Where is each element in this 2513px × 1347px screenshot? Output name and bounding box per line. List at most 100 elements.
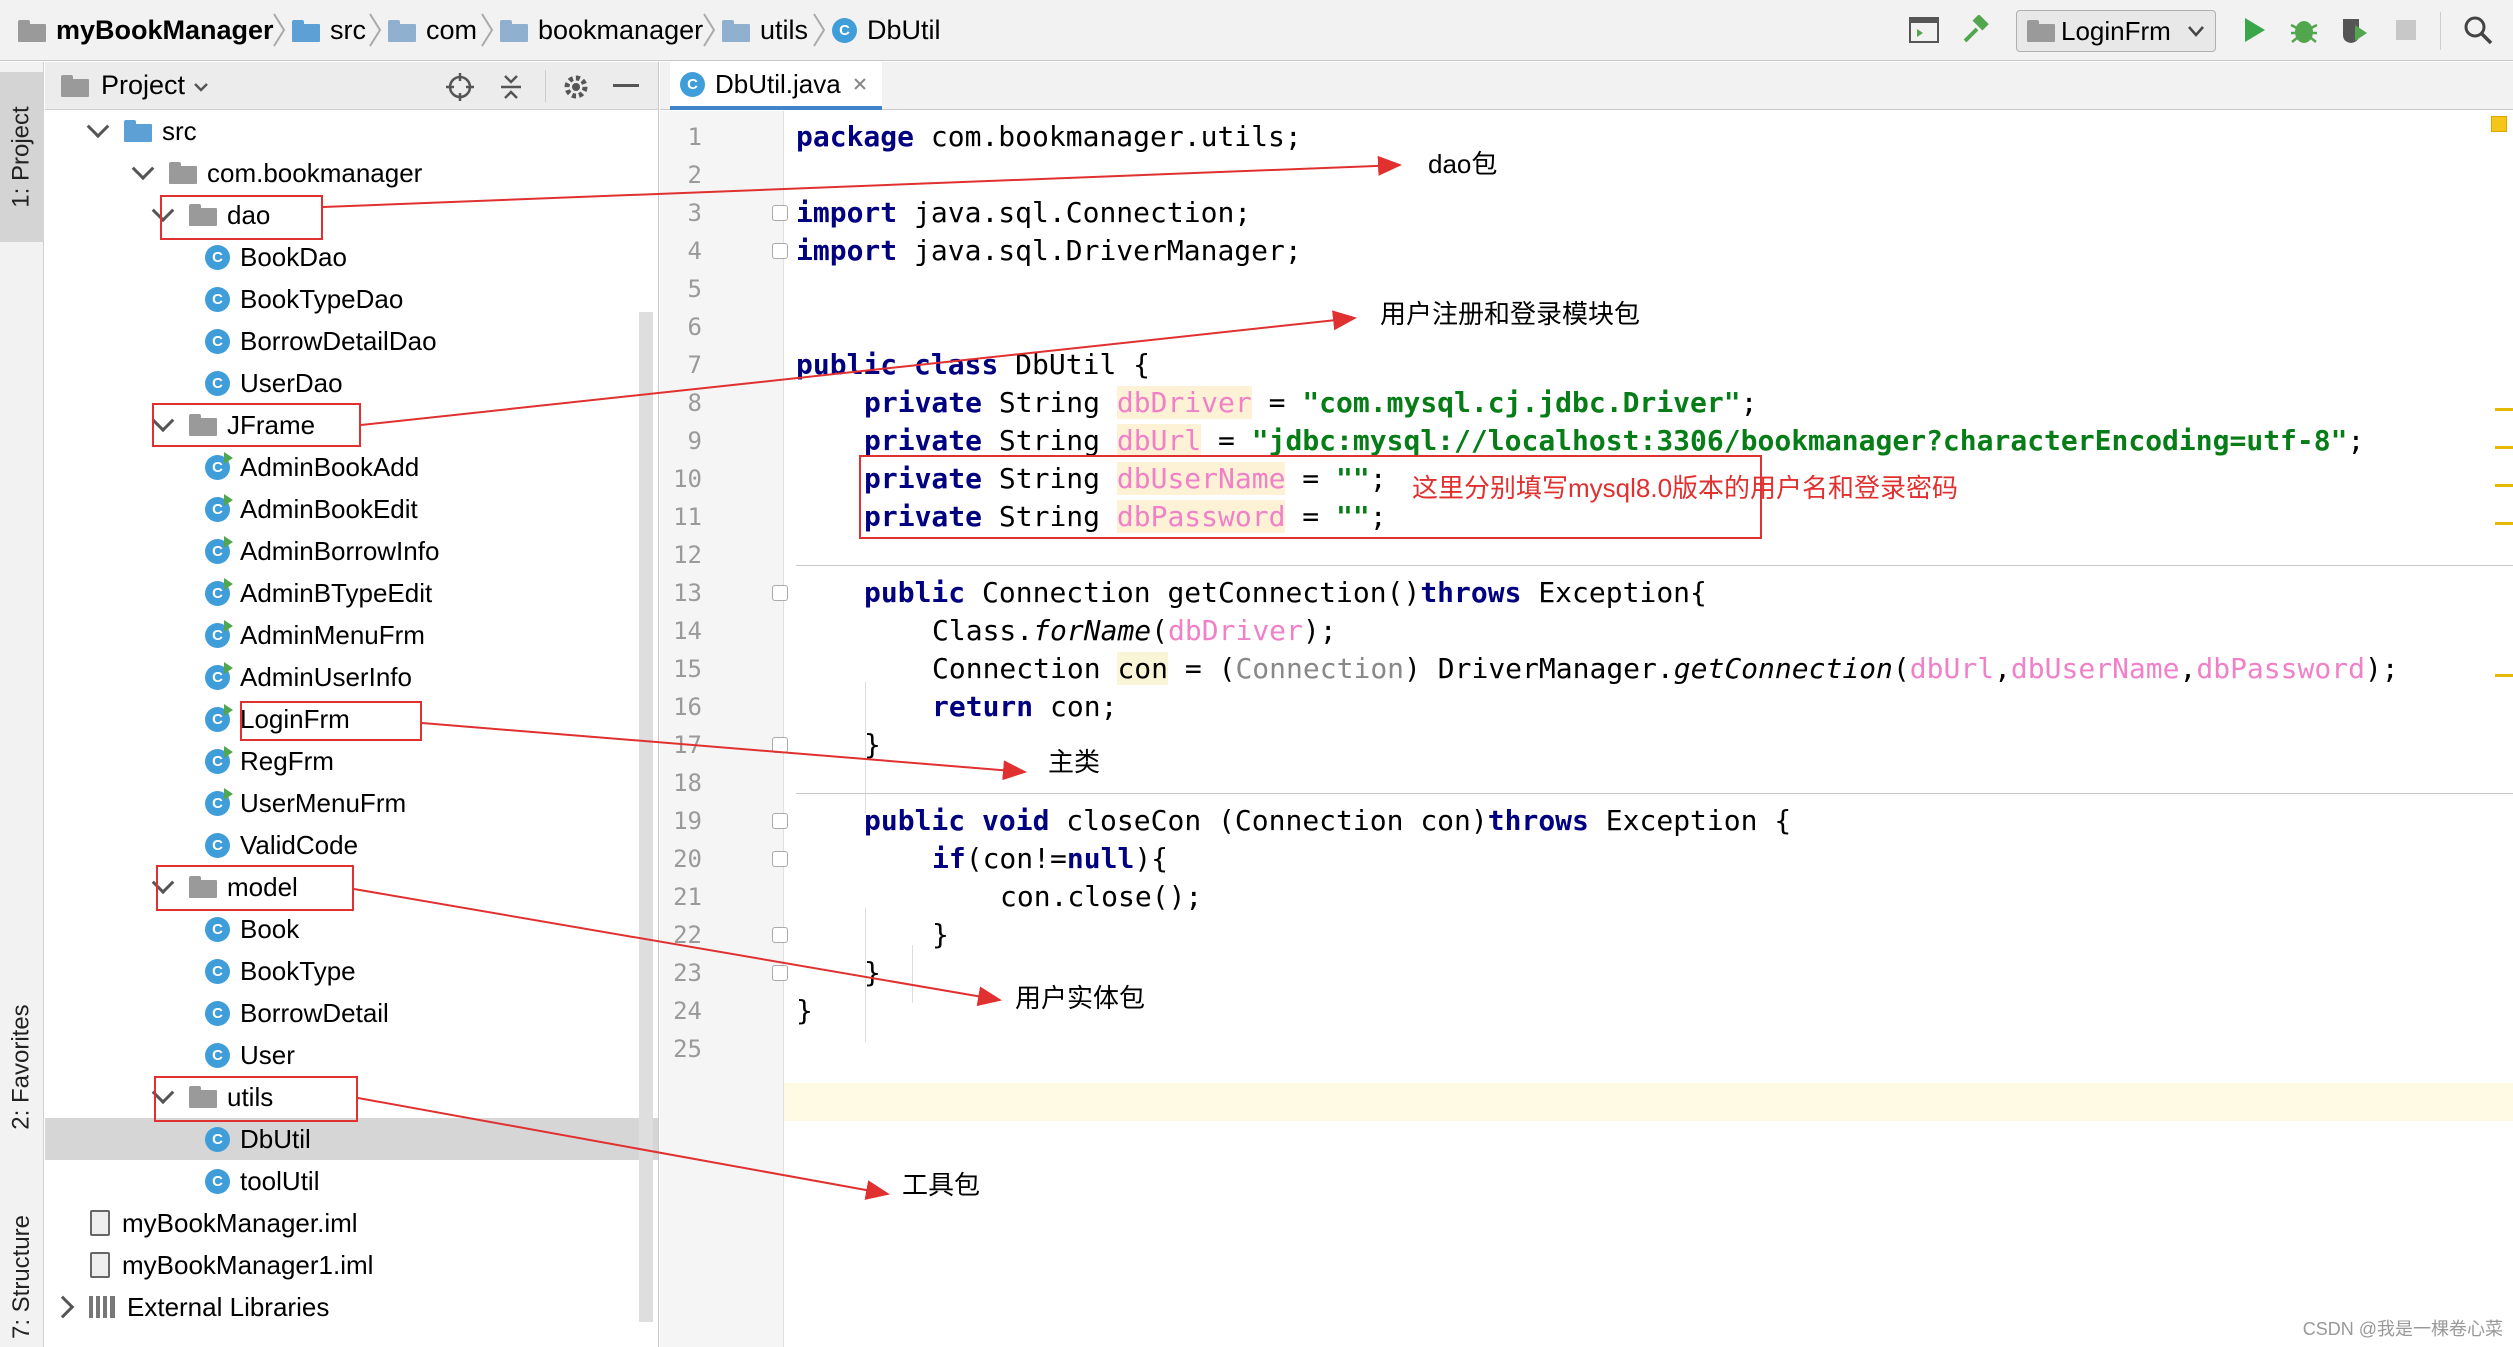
breadcrumb-separator-icon (481, 13, 494, 47)
fold-marker-icon[interactable] (772, 813, 788, 829)
project-view-icon (61, 75, 89, 97)
fold-marker-icon[interactable] (772, 205, 788, 221)
line-number: 8 (687, 389, 702, 417)
code-line-10: private String dbUserName = ""; (864, 462, 1387, 495)
tree-item-mybookmanager1-iml[interactable]: myBookManager1.iml (45, 1244, 658, 1286)
project-scrollbar[interactable] (639, 312, 653, 1322)
error-stripe-marker[interactable] (2495, 484, 2513, 487)
header-divider (545, 70, 546, 102)
tab-dbutil-java[interactable]: C DbUtil.java (670, 62, 882, 110)
search-icon[interactable] (2462, 14, 2494, 46)
stop-icon[interactable] (2390, 14, 2422, 46)
tree-item-label: BookType (240, 955, 356, 986)
breadcrumb-bookmanager[interactable]: bookmanager (500, 0, 703, 61)
chevron-down-icon[interactable] (151, 199, 175, 223)
tree-item-jframe[interactable]: JFrame (45, 404, 658, 446)
line-number: 24 (673, 997, 702, 1025)
tree-item-external-libraries[interactable]: External Libraries (45, 1286, 658, 1328)
breadcrumb-com[interactable]: com (388, 0, 477, 61)
tab-structure-toolwindow[interactable]: 7: Structure (8, 1214, 35, 1340)
tree-item-com-bookmanager[interactable]: com.bookmanager (45, 152, 658, 194)
fold-marker-icon[interactable] (772, 737, 788, 753)
run-icon[interactable] (2238, 14, 2270, 46)
chevron-down-icon[interactable] (193, 82, 209, 92)
tree-item-label: AdminBookEdit (240, 493, 418, 524)
package-folder-icon (189, 414, 217, 436)
fold-marker-icon[interactable] (772, 585, 788, 601)
run-configuration-selector[interactable]: LoginFrm (2016, 10, 2216, 52)
runnable-class-icon: C (205, 451, 233, 480)
tree-item-src[interactable]: src (45, 110, 658, 152)
line-number: 11 (673, 503, 702, 531)
class-icon: C (205, 1000, 230, 1026)
locate-icon[interactable] (445, 72, 475, 102)
fold-marker-icon[interactable] (772, 927, 788, 943)
watermark: CSDN @我是一棵卷心菜 (2302, 1319, 2503, 1339)
tree-item-model[interactable]: model (45, 866, 658, 908)
line-number: 16 (673, 693, 702, 721)
collapse-icon[interactable] (497, 72, 525, 102)
coverage-icon[interactable] (2338, 14, 2370, 46)
breadcrumb-dbutil[interactable]: C DbUtil (832, 0, 941, 61)
code-area[interactable]: package com.bookmanager.utils; import ja… (796, 111, 2513, 1347)
project-view-selector[interactable]: Project (101, 70, 186, 100)
settings-gear-icon[interactable] (561, 72, 591, 102)
breadcrumb-separator-icon (273, 13, 286, 47)
build-hammer-icon[interactable] (1960, 14, 1992, 46)
breadcrumb-separator-icon (703, 13, 716, 47)
breadcrumb-project[interactable]: myBookManager (18, 0, 274, 61)
close-icon[interactable] (853, 77, 867, 91)
tree-item-label: utils (227, 1081, 274, 1112)
fold-marker-icon[interactable] (772, 243, 788, 259)
chevron-down-icon[interactable] (151, 1081, 175, 1105)
breadcrumb-src[interactable]: src (292, 0, 366, 61)
chevron-down-icon[interactable] (131, 157, 155, 181)
tab-favorites-toolwindow[interactable]: 2: Favorites (8, 1004, 36, 1130)
fold-marker-icon[interactable] (772, 851, 788, 867)
chevron-down-icon[interactable] (86, 115, 110, 139)
package-folder-icon (189, 204, 217, 226)
minimize-icon[interactable] (613, 84, 639, 90)
chevron-down-icon[interactable] (151, 409, 175, 433)
fold-marker-icon[interactable] (772, 965, 788, 981)
line-number: 22 (673, 921, 702, 949)
error-stripe-marker[interactable] (2495, 446, 2513, 449)
debug-icon[interactable] (2288, 14, 2320, 46)
breadcrumb-utils[interactable]: utils (722, 0, 808, 61)
class-icon: C (832, 18, 857, 43)
inspection-status-icon[interactable] (2491, 116, 2507, 132)
error-stripe-marker[interactable] (2495, 408, 2513, 411)
tab-project-toolwindow[interactable]: 1: Project (0, 72, 44, 242)
error-stripe-marker[interactable] (2495, 674, 2513, 677)
tree-item-utils[interactable]: utils (45, 1076, 658, 1118)
tree-item-mybookmanager-iml[interactable]: myBookManager.iml (45, 1202, 658, 1244)
chevron-right-icon[interactable] (51, 1295, 75, 1319)
tree-item-dao[interactable]: dao (45, 194, 658, 236)
line-number: 10 (673, 465, 702, 493)
error-stripe-marker[interactable] (2495, 522, 2513, 525)
source-folder-icon (292, 19, 320, 42)
chevron-down-icon[interactable] (151, 871, 175, 895)
tree-item-label: BookTypeDao (240, 283, 404, 314)
layout-icon[interactable] (1908, 14, 1940, 46)
